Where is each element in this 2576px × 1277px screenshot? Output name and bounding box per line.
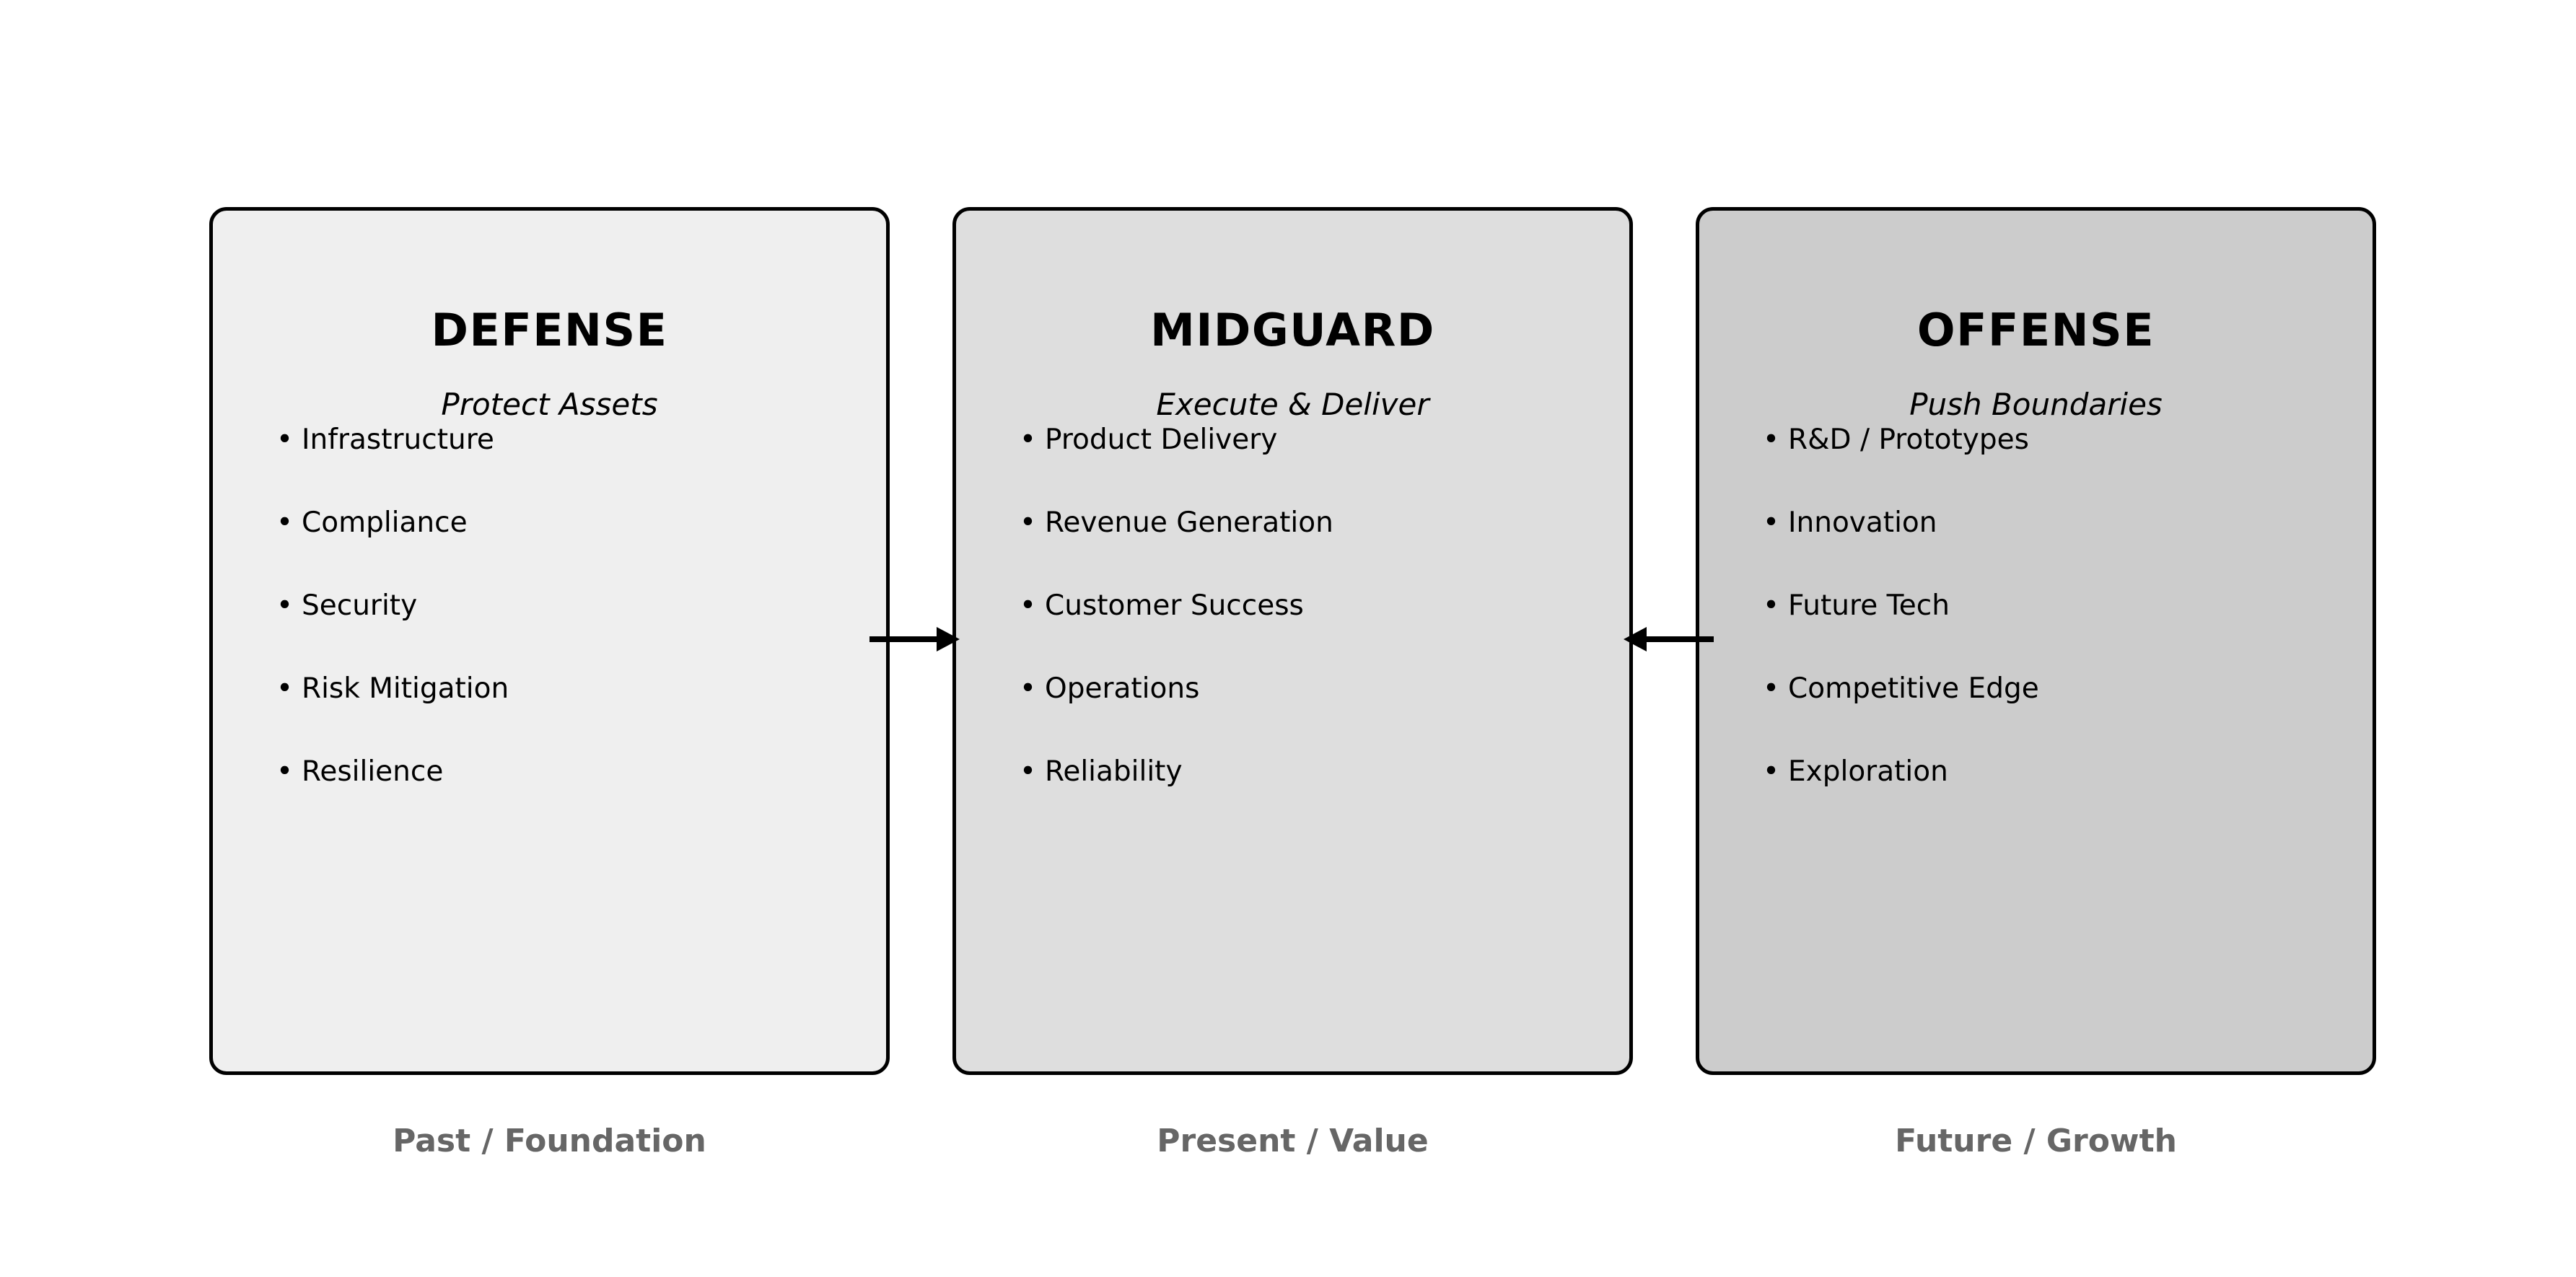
list-item: • Future Tech — [1763, 564, 2039, 647]
list-item: • R&D / Prototypes — [1763, 398, 2039, 481]
card-offense-bullet-list: • R&D / Prototypes • Innovation • Future… — [1763, 398, 2039, 813]
card-defense-bullet-list: • Infrastructure • Compliance • Security… — [276, 398, 509, 813]
caption-midguard: Present / Value — [1157, 1123, 1429, 1159]
list-item: • Reliability — [1020, 730, 1333, 813]
list-item-label: Product Delivery — [1045, 424, 1278, 456]
card-midguard-title: MIDGUARD — [1150, 304, 1435, 356]
card-midguard-subtitle: Execute & Deliver — [1156, 387, 1429, 422]
card-midguard-content: MIDGUARD Execute & Deliver • Product Del… — [956, 211, 1629, 1071]
bullet-icon: • — [1763, 672, 1780, 705]
list-item: • Security — [276, 564, 509, 647]
bullet-icon: • — [1020, 589, 1037, 622]
bullet-icon: • — [1020, 424, 1037, 456]
card-defense-title: DEFENSE — [431, 304, 668, 356]
list-item-label: Infrastructure — [302, 424, 494, 456]
card-offense-content: OFFENSE Push Boundaries • R&D / Prototyp… — [1699, 211, 2373, 1071]
list-item: • Customer Success — [1020, 564, 1333, 647]
list-item: • Compliance — [276, 481, 509, 564]
card-offense-title: OFFENSE — [1916, 304, 2155, 356]
list-item-label: Innovation — [1788, 506, 1937, 539]
bullet-icon: • — [1763, 506, 1780, 539]
list-item-label: Future Tech — [1788, 589, 1950, 622]
bullet-icon: • — [1763, 589, 1780, 622]
arrow-right-icon — [869, 618, 960, 661]
card-midguard: MIDGUARD Execute & Deliver • Product Del… — [952, 207, 1633, 1075]
caption-offense: Future / Growth — [1895, 1123, 2177, 1159]
list-item-label: R&D / Prototypes — [1788, 424, 2029, 456]
card-offense-subtitle: Push Boundaries — [1909, 387, 2163, 422]
bullet-icon: • — [276, 755, 294, 788]
card-midguard-bullet-list: • Product Delivery • Revenue Generation … — [1020, 398, 1333, 813]
list-item: • Innovation — [1763, 481, 2039, 564]
list-item-label: Resilience — [302, 755, 444, 788]
bullet-icon: • — [276, 506, 294, 539]
list-item: • Operations — [1020, 647, 1333, 730]
arrow-left-icon — [1624, 618, 1714, 661]
card-defense-content: DEFENSE Protect Assets • Infrastructure … — [213, 211, 886, 1071]
list-item-label: Operations — [1045, 672, 1200, 705]
list-item-label: Reliability — [1045, 755, 1183, 788]
list-item-label: Security — [302, 589, 418, 622]
bullet-icon: • — [276, 424, 294, 456]
bullet-icon: • — [1763, 755, 1780, 788]
bullet-icon: • — [1020, 506, 1037, 539]
bullet-icon: • — [1020, 672, 1037, 705]
bullet-icon: • — [276, 589, 294, 622]
card-defense-subtitle: Protect Assets — [441, 387, 658, 422]
list-item: • Revenue Generation — [1020, 481, 1333, 564]
list-item: • Exploration — [1763, 730, 2039, 813]
list-item-label: Exploration — [1788, 755, 1948, 788]
list-item-label: Compliance — [302, 506, 468, 539]
bullet-icon: • — [1763, 424, 1780, 456]
list-item-label: Customer Success — [1045, 589, 1304, 622]
list-item: • Product Delivery — [1020, 398, 1333, 481]
list-item: • Risk Mitigation — [276, 647, 509, 730]
list-item: • Resilience — [276, 730, 509, 813]
caption-defense: Past / Foundation — [393, 1123, 706, 1159]
list-item-label: Competitive Edge — [1788, 672, 2039, 705]
card-defense: DEFENSE Protect Assets • Infrastructure … — [209, 207, 890, 1075]
bullet-icon: • — [276, 672, 294, 705]
bullet-icon: • — [1020, 755, 1037, 788]
list-item-label: Risk Mitigation — [302, 672, 509, 705]
card-offense: OFFENSE Push Boundaries • R&D / Prototyp… — [1696, 207, 2376, 1075]
list-item-label: Revenue Generation — [1045, 506, 1333, 539]
list-item: • Infrastructure — [276, 398, 509, 481]
list-item: • Competitive Edge — [1763, 647, 2039, 730]
